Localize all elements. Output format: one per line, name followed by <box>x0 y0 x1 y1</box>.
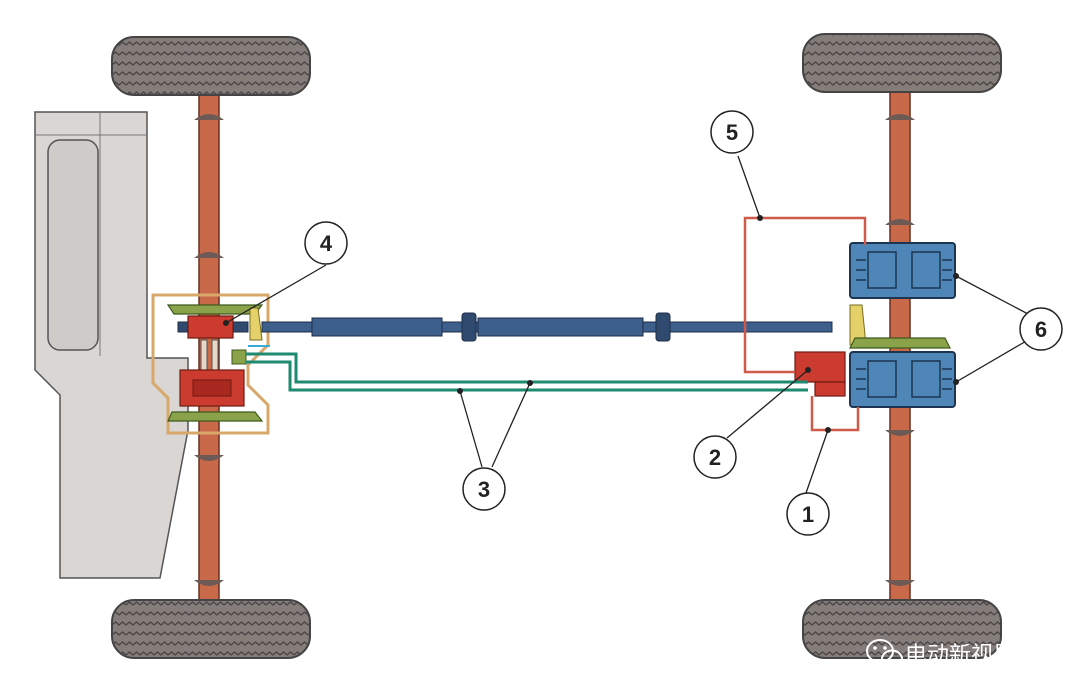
callout-2-label: 2 <box>709 445 721 470</box>
red-line-1 <box>810 396 860 432</box>
callout-1-label: 1 <box>802 502 814 527</box>
callout-4-label: 4 <box>320 231 333 256</box>
watermark: 电动新视界 <box>866 639 1015 669</box>
control-unit <box>794 351 846 397</box>
callout-1: 1 <box>786 492 830 536</box>
leader-dots <box>223 215 959 433</box>
tire-rear-left <box>802 33 1002 93</box>
callout-5-label: 5 <box>726 120 738 145</box>
front-axle <box>194 91 224 601</box>
tire-front-right <box>111 599 311 659</box>
red-line-5 <box>743 216 867 374</box>
rear-unit-upper <box>849 242 956 299</box>
callout-4: 4 <box>304 221 348 265</box>
rear-unit-lower <box>849 351 956 408</box>
wechat-logo-icon <box>866 639 903 669</box>
callout-3-label: 3 <box>478 477 490 502</box>
callout-5: 5 <box>710 110 754 154</box>
callout-6-label: 6 <box>1035 317 1047 342</box>
hydraulic-lines <box>246 345 808 392</box>
front-coupling-housing <box>151 293 270 435</box>
watermark-text: 电动新视界 <box>905 643 1015 668</box>
tire-front-left <box>111 36 311 96</box>
engine-block <box>34 111 189 579</box>
rear-ring-gear <box>849 337 951 349</box>
callout-3: 3 <box>462 467 506 511</box>
callout-2: 2 <box>693 435 737 479</box>
callout-6: 6 <box>1019 307 1063 351</box>
propeller-shaft <box>261 304 867 346</box>
leader-lines <box>225 155 1029 494</box>
